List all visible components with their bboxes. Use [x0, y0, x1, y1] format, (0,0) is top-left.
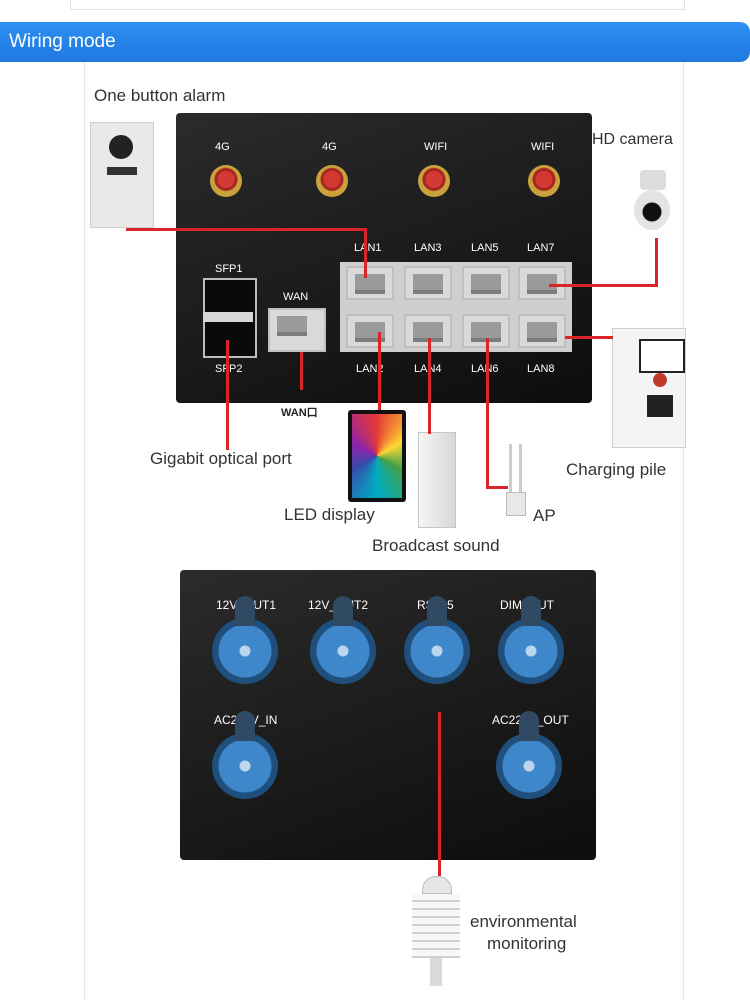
wire — [428, 338, 431, 434]
ap-label: AP — [533, 506, 556, 525]
lan-label: LAN4 — [414, 363, 442, 375]
speaker-icon — [418, 432, 456, 528]
environmental-monitoring-label: monitoring — [487, 934, 567, 953]
wire — [226, 340, 229, 450]
diagram-panel — [84, 62, 684, 1000]
section-title: Wiring mode — [9, 31, 116, 52]
hd-camera-label: HD camera — [592, 131, 673, 148]
lan4-port — [404, 314, 452, 348]
led-display-label: LED display — [284, 505, 375, 524]
charging-pile-label: Charging pile — [566, 460, 667, 479]
one-button-alarm-label: One button alarm — [94, 86, 226, 105]
camera-icon — [630, 170, 674, 240]
section-banner: Wiring mode — [0, 22, 750, 62]
lan-label: LAN3 — [414, 242, 442, 254]
wan-label: WAN — [283, 291, 309, 303]
lan-label: LAN6 — [471, 363, 499, 375]
previous-section-box — [70, 0, 685, 10]
lan-label: LAN8 — [527, 363, 555, 375]
wire — [486, 486, 508, 489]
alarm-device-image — [90, 122, 154, 228]
antenna-wifi-icon — [418, 165, 450, 197]
lan1-port — [346, 266, 394, 300]
wire — [438, 712, 441, 876]
lan7-port — [518, 266, 566, 300]
sfp-port — [203, 278, 257, 358]
wire — [549, 284, 657, 287]
antenna-label: 4G — [322, 141, 337, 153]
antenna-label: WIFI — [424, 141, 448, 153]
ac220v-in-connector — [212, 711, 278, 799]
lan-label: LAN5 — [471, 242, 499, 254]
rs485-connector — [404, 596, 470, 684]
gigabit-optical-port-label: Gigabit optical port — [150, 449, 292, 468]
lan3-port — [404, 266, 452, 300]
wire — [126, 228, 366, 231]
antenna-4g-icon — [316, 165, 348, 197]
wan-port — [268, 308, 326, 352]
wire — [565, 336, 613, 339]
ac220v-out-connector — [496, 711, 562, 799]
lan5-port — [462, 266, 510, 300]
wire — [300, 352, 303, 390]
lan-label: LAN7 — [527, 242, 555, 254]
sfp1-label: SFP1 — [215, 263, 243, 275]
wire — [655, 238, 658, 287]
access-point-icon — [506, 444, 526, 522]
antenna-label: WIFI — [531, 141, 555, 153]
environmental-monitoring-label: environmental — [470, 912, 577, 931]
12v-out2-connector — [310, 596, 376, 684]
lan-label: LAN1 — [354, 242, 382, 254]
led-display-image — [348, 410, 406, 502]
antenna-label: 4G — [215, 141, 230, 153]
wire — [486, 338, 489, 488]
broadcast-sound-label: Broadcast sound — [372, 536, 500, 555]
wan-port-label: WAN口 — [281, 407, 318, 419]
dim-out-connector — [498, 596, 564, 684]
12v-out1-connector — [212, 596, 278, 684]
weather-sensor-icon — [408, 876, 464, 988]
lan8-port — [518, 314, 566, 348]
lan-label: LAN2 — [356, 363, 384, 375]
router-device — [176, 113, 592, 403]
charging-pile-image — [612, 328, 686, 448]
wire — [378, 332, 381, 410]
antenna-4g-icon — [210, 165, 242, 197]
antenna-wifi-icon — [528, 165, 560, 197]
lan2-port — [346, 314, 394, 348]
wire — [364, 228, 367, 278]
